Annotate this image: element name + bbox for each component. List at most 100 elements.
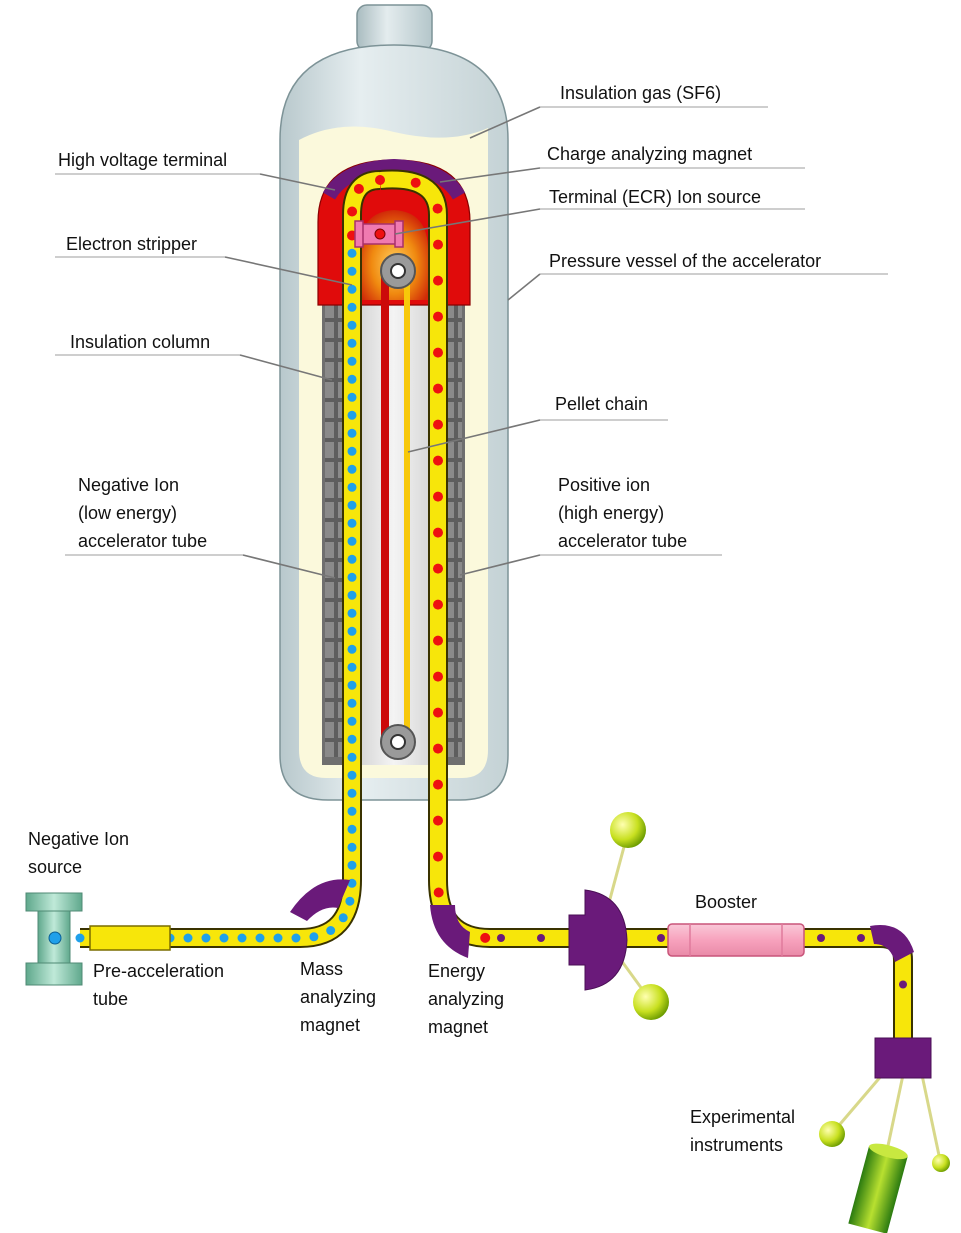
heavy-ion <box>857 934 865 942</box>
label-mass-magnet-1: Mass <box>300 959 343 979</box>
positive-ion <box>433 528 443 538</box>
negative-ion <box>348 411 357 420</box>
positive-ion <box>433 636 443 646</box>
label-pre-acceleration-1: Pre-acceleration <box>93 961 224 981</box>
positive-ion <box>347 207 357 217</box>
positive-ion <box>433 744 443 754</box>
label-energy-magnet-2: analyzing <box>428 989 504 1009</box>
heavy-ion <box>537 934 545 942</box>
negative-ion <box>348 663 357 672</box>
label-high-voltage-terminal: High voltage terminal <box>58 150 227 170</box>
negative-ion-source <box>26 893 82 985</box>
label-charge-analyzing-magnet: Charge analyzing magnet <box>547 144 752 164</box>
positive-ion <box>433 276 443 286</box>
label-pre-acceleration-2: tube <box>93 989 128 1009</box>
experimental-instruments <box>819 1038 950 1233</box>
negative-ion <box>348 699 357 708</box>
negative-ion <box>202 934 211 943</box>
negative-ion <box>348 807 357 816</box>
negative-ion <box>348 393 357 402</box>
negative-ion <box>348 717 357 726</box>
negative-ion <box>348 771 357 780</box>
positive-ion <box>433 816 443 826</box>
pellet-chain-left <box>381 270 389 745</box>
pre-acceleration-tube <box>90 926 170 950</box>
label-insulation-gas: Insulation gas (SF6) <box>560 83 721 103</box>
negative-ion <box>348 681 357 690</box>
label-negative-ion-tube-2: (low energy) <box>78 503 177 523</box>
negative-ion <box>292 934 301 943</box>
negative-ion <box>348 591 357 600</box>
negative-ion <box>238 934 247 943</box>
booster <box>668 924 804 956</box>
negative-ion <box>339 913 348 922</box>
negative-ion <box>348 555 357 564</box>
negative-ion <box>348 537 357 546</box>
label-mass-magnet-3: magnet <box>300 1015 360 1035</box>
negative-ion <box>348 573 357 582</box>
label-positive-ion-tube-3: accelerator tube <box>558 531 687 551</box>
positive-ion <box>433 708 443 718</box>
positive-ion <box>433 240 443 250</box>
negative-ion <box>345 897 354 906</box>
positive-ion <box>433 384 443 394</box>
heavy-ion <box>899 981 907 989</box>
label-mass-magnet-2: analyzing <box>300 987 376 1007</box>
positive-ion <box>433 456 443 466</box>
positive-ion <box>354 184 364 194</box>
pellet-chain-right <box>404 270 410 745</box>
negative-ion <box>348 249 357 258</box>
label-experimental-1: Experimental <box>690 1107 795 1127</box>
negative-ion <box>348 519 357 528</box>
heavy-ion <box>817 934 825 942</box>
label-negative-ion-tube-3: accelerator tube <box>78 531 207 551</box>
negative-ion <box>348 825 357 834</box>
positive-ion <box>433 204 443 214</box>
label-booster: Booster <box>695 892 757 912</box>
detector-ball-top <box>610 812 646 848</box>
label-terminal-ion-source: Terminal (ECR) Ion source <box>549 187 761 207</box>
label-positive-ion-tube-1: Positive ion <box>558 475 650 495</box>
negative-ion <box>348 843 357 852</box>
negative-ion <box>348 753 357 762</box>
negative-ion <box>326 926 335 935</box>
positive-ion <box>433 600 443 610</box>
positive-ion <box>433 312 443 322</box>
energy-analyzing-magnet <box>430 905 470 958</box>
label-energy-magnet-1: Energy <box>428 961 485 981</box>
vessel-cap <box>357 5 432 51</box>
negative-ion <box>348 267 357 276</box>
switching-magnet <box>569 812 669 1020</box>
positive-ion <box>411 178 421 188</box>
negative-ion <box>348 627 357 636</box>
label-positive-ion-tube-2: (high energy) <box>558 503 664 523</box>
negative-ion <box>348 861 357 870</box>
negative-ion <box>348 483 357 492</box>
label-experimental-2: instruments <box>690 1135 783 1155</box>
negative-ion <box>184 934 193 943</box>
positive-ion <box>433 852 443 862</box>
label-negative-ion-tube-1: Negative Ion <box>78 475 179 495</box>
negative-ion <box>220 934 229 943</box>
negative-ion <box>348 465 357 474</box>
label-pellet-chain: Pellet chain <box>555 394 648 414</box>
positive-ion <box>375 175 385 185</box>
label-pressure-vessel: Pressure vessel of the accelerator <box>549 251 821 271</box>
negative-ion <box>348 501 357 510</box>
label-negative-ion-source-1: Negative Ion <box>28 829 129 849</box>
positive-ion <box>433 420 443 430</box>
positive-ion <box>433 492 443 502</box>
heavy-ion <box>497 934 505 942</box>
negative-ion <box>348 339 357 348</box>
negative-ion <box>348 357 357 366</box>
label-energy-magnet-3: magnet <box>428 1017 488 1037</box>
negative-ion <box>348 429 357 438</box>
negative-ion <box>348 285 357 294</box>
positive-ion <box>434 888 444 898</box>
detector-ball-bottom <box>633 984 669 1020</box>
negative-ion <box>76 934 85 943</box>
negative-ion <box>348 609 357 618</box>
negative-ion <box>348 735 357 744</box>
label-insulation-column: Insulation column <box>70 332 210 352</box>
